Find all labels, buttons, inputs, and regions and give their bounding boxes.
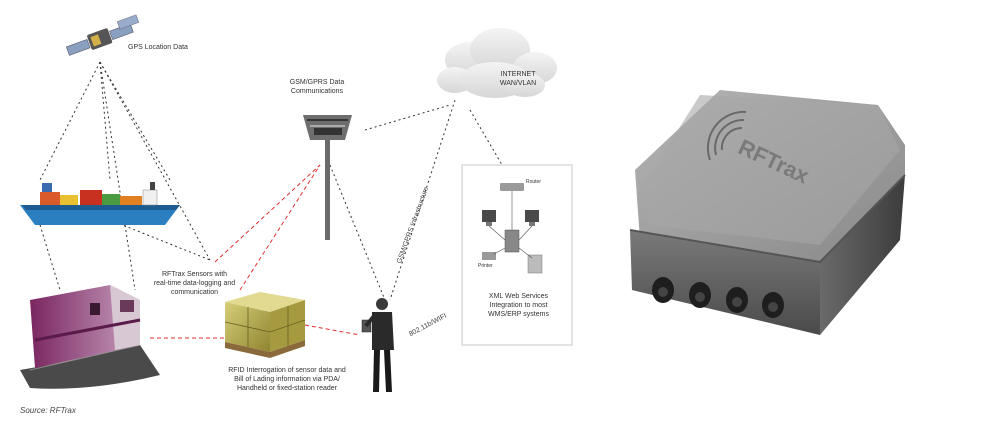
gps-label: GPS Location Data — [128, 44, 188, 51]
person-icon — [361, 298, 394, 392]
rfid-label: RFID Interrogation of sensor data and Bi… — [228, 367, 346, 392]
gsm-label: GSM/GPRS Data Communications — [289, 79, 345, 95]
cell-tower-icon — [303, 115, 352, 240]
port-connector-icon — [689, 282, 711, 308]
server-icon — [504, 229, 520, 253]
rf-links — [150, 164, 361, 339]
computer-icon — [482, 210, 496, 226]
port-connector-icon — [726, 287, 748, 313]
router-icon — [500, 183, 524, 191]
server-panel — [461, 164, 573, 346]
internet-label: INTERNET WAN/VLAN — [499, 71, 537, 87]
sensors-label: RFTrax Sensors with real-time data-loggi… — [153, 271, 236, 296]
ship-icon — [20, 182, 180, 225]
satellite-icon — [65, 14, 140, 56]
computer-icon — [525, 210, 539, 226]
database-icon — [527, 254, 543, 274]
port-connector-icon — [652, 277, 674, 303]
port-connector-icon — [762, 292, 784, 318]
printer-label: Printer — [478, 263, 493, 269]
device-port-row — [652, 277, 784, 318]
printer-icon — [482, 252, 496, 260]
train-icon — [20, 285, 160, 389]
source-caption: Source: RFTrax — [20, 406, 76, 415]
xml-label: XML Web Services Integration to most WMS… — [488, 293, 549, 318]
router-label: Router — [526, 179, 542, 185]
rftrax-logo-icon — [706, 110, 747, 161]
rftrax-device: RFTrax — [629, 90, 906, 335]
internet-cloud-icon — [437, 28, 557, 98]
dotted-links — [39, 61, 506, 301]
pallet-icon — [224, 292, 306, 358]
